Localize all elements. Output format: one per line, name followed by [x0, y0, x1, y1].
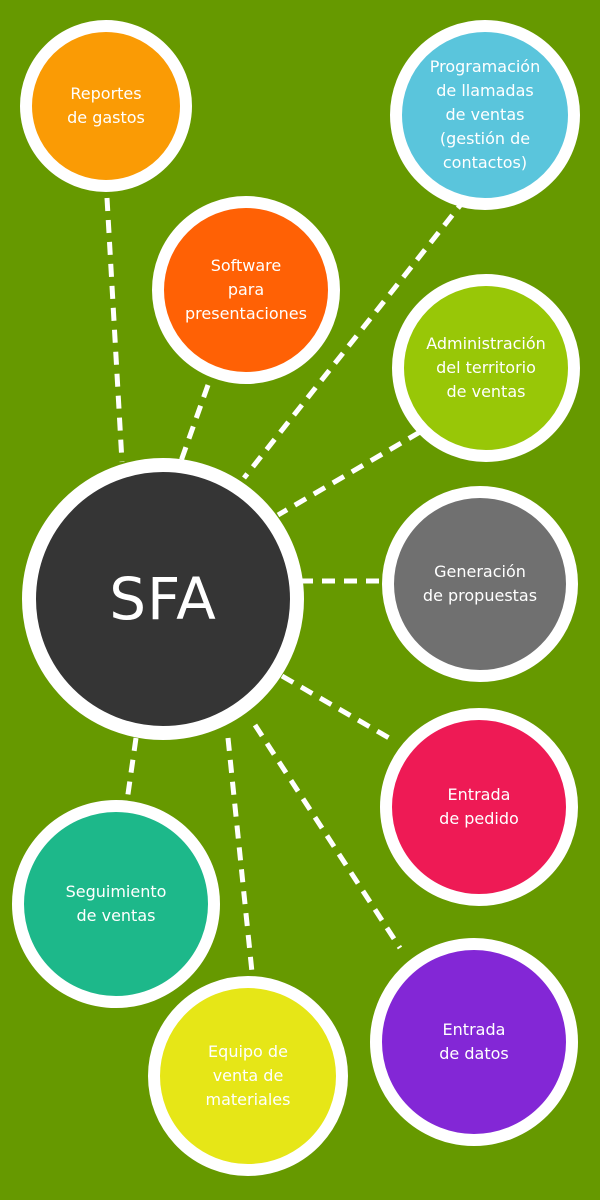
node-entrada-de-pedido: Entrada de pedido: [380, 708, 578, 906]
node-label: Entrada de datos: [439, 1020, 509, 1063]
node-seguimiento-de-ventas: Seguimiento de ventas: [12, 800, 220, 1008]
node-equipo-de-venta-de-materiales: Equipo de venta de materiales: [148, 976, 348, 1176]
node-label: Reportes de gastos: [67, 84, 145, 127]
node-reportes-de-gastos: Reportes de gastos: [20, 20, 192, 192]
connector-pedido: [280, 673, 398, 745]
node-label: Generación de propuestas: [422, 562, 538, 605]
node-programacion-de-llamadas: Programación de llamadas de ventas (gest…: [390, 20, 580, 210]
node-label: Entrada de pedido: [439, 785, 519, 828]
node-generacion-de-propuestas: Generación de propuestas: [382, 486, 578, 682]
node-label: Software para presentaciones: [185, 256, 307, 323]
node-label: Administración del territorio de ventas: [426, 334, 546, 401]
connector-territorio: [276, 429, 422, 518]
node-label: Seguimiento de ventas: [65, 882, 167, 925]
node-label: Programación de llamadas de ventas (gest…: [429, 57, 541, 172]
connector-seguimiento: [123, 737, 139, 809]
hub-node-sfa: SFA: [22, 458, 304, 740]
connector-llamadas: [242, 196, 468, 480]
connector-equipo: [225, 737, 256, 983]
node-label: Equipo de venta de materiales: [205, 1042, 291, 1109]
connector-datos: [252, 723, 403, 950]
connector-software: [178, 384, 211, 462]
connector-gastos: [104, 197, 125, 463]
node-software-para-presentaciones: Software para presentaciones: [152, 196, 340, 384]
node-entrada-de-datos: Entrada de datos: [370, 938, 578, 1146]
node-administracion-del-territorio: Administración del territorio de ventas: [392, 274, 580, 462]
hub-label: SFA: [109, 565, 217, 633]
